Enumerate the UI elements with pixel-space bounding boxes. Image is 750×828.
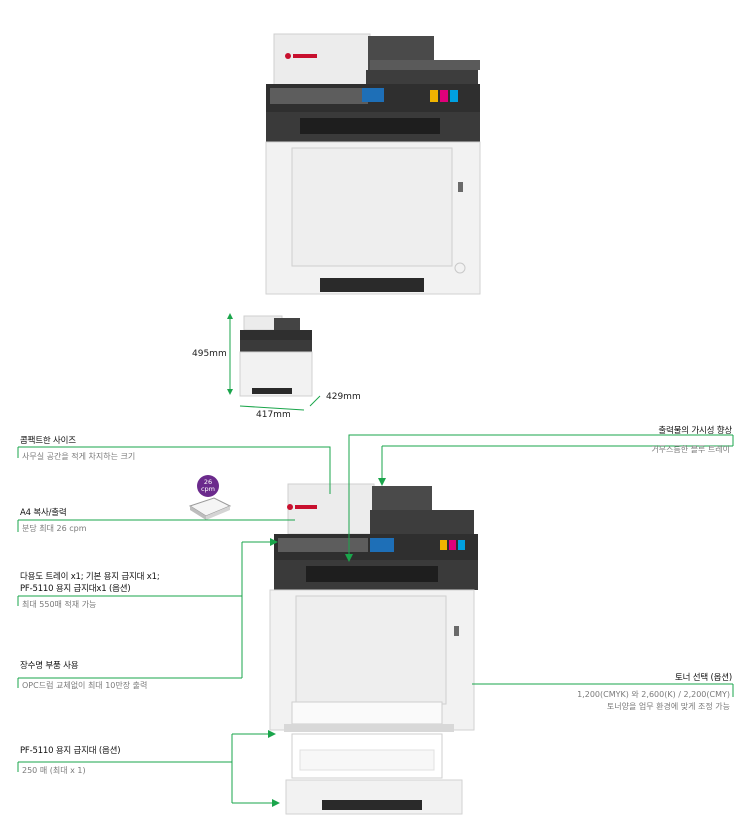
toner-select-desc-line1: 1,200(CMYK) 와 2,600(K) / 2,200(CMY) xyxy=(577,690,730,699)
cpm-badge-value: 26 xyxy=(203,478,213,486)
a4-copy-title: A4 복사/출력 xyxy=(20,508,67,518)
brand-logo-icon xyxy=(287,504,293,510)
output-visibility-title: 출력물의 가시성 향상 xyxy=(658,426,732,436)
printer-hero-image xyxy=(265,33,481,295)
long-life-parts-desc: OPC드럼 교체없이 최대 10만장 출력 xyxy=(22,681,148,690)
brand-logo-icon xyxy=(285,53,291,59)
width-dimension-label: 417mm xyxy=(256,410,291,420)
printer-dimension-image xyxy=(227,313,321,411)
toner-select-title: 토너 선택 (옵션) xyxy=(675,673,732,683)
toner-select-desc-line2: 토너양을 업무 환경에 맞게 조정 가능 xyxy=(606,702,730,711)
compact-size-desc: 사무실 공간을 적게 차지하는 크기 xyxy=(22,452,136,461)
arrow-icon xyxy=(378,478,386,486)
pf5110-title: PF-5110 용지 급지대 (옵션) xyxy=(20,746,121,756)
cpm-badge-unit: cpm xyxy=(200,485,216,493)
long-life-parts-title: 장수명 부품 사용 xyxy=(20,661,79,671)
output-visibility-desc: 거무스름한 블루 트레이 xyxy=(651,445,730,454)
a4-copy-desc: 분당 최대 26 cpm xyxy=(22,524,87,533)
printer-annotated-image xyxy=(269,483,478,815)
arrow-icon xyxy=(345,554,353,562)
height-dimension-label: 495mm xyxy=(192,349,227,359)
trays-desc: 최대 550매 적재 가능 xyxy=(22,600,97,609)
depth-dimension-label: 429mm xyxy=(326,392,361,402)
compact-size-title: 콤팩트한 사이즈 xyxy=(20,436,76,446)
arrow-icon xyxy=(272,799,280,807)
arrow-icon xyxy=(268,730,276,738)
paper-stack-icon xyxy=(188,497,232,520)
pf5110-desc: 250 매 (최대 x 1) xyxy=(22,766,86,775)
trays-title-line1: 다용도 트레이 x1; 기본 용지 급지대 x1; xyxy=(20,572,160,582)
cpm-badge: 26 cpm xyxy=(197,475,219,497)
arrow-icon xyxy=(270,538,278,546)
trays-title-line2: PF-5110 용지 급지대x1 (옵션) xyxy=(20,584,131,594)
